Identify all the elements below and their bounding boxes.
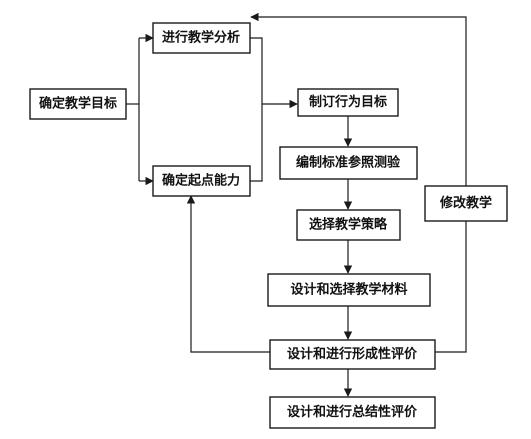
node-materials-label: 设计和选择教学材料 — [290, 282, 407, 298]
node-materials: 设计和选择教学材料 — [267, 273, 431, 307]
edge-formative-to-revise — [435, 221, 467, 353]
node-analysis-label: 进行教学分析 — [162, 30, 240, 46]
node-revise-label: 修改教学 — [439, 195, 492, 211]
node-tests-box — [279, 146, 418, 180]
node-strategy-box — [296, 209, 401, 241]
node-set-goals: 确定教学目标 — [29, 88, 127, 120]
edge-formative-to-entry — [186, 195, 270, 353]
node-revise: 修改教学 — [424, 185, 508, 222]
node-analysis-box — [152, 22, 251, 54]
node-tests: 编制标准参照测验 — [279, 146, 418, 180]
node-strategy: 选择教学策略 — [296, 209, 401, 241]
node-summative-box — [269, 396, 436, 429]
node-entry-box — [152, 165, 251, 197]
node-strategy-label: 选择教学策略 — [309, 217, 388, 233]
node-entry: 确定起点能力 — [152, 165, 251, 197]
node-objectives-label: 制订行为目标 — [309, 94, 387, 110]
node-analysis: 进行教学分析 — [152, 22, 251, 54]
edge-revise-to-analysis — [250, 12, 467, 186]
node-set-goals-box — [29, 88, 127, 120]
edges — [126, 12, 467, 397]
node-summative-label: 设计和进行总结性评价 — [287, 404, 418, 420]
edge-analysis-to-merge — [250, 37, 263, 182]
node-summative: 设计和进行总结性评价 — [269, 396, 436, 429]
node-formative-label: 设计和进行形成性评价 — [287, 346, 418, 362]
node-objectives-box — [297, 88, 399, 117]
node-set-goals-label: 确定教学目标 — [39, 96, 117, 112]
node-materials-box — [267, 273, 431, 307]
node-entry-label: 确定起点能力 — [162, 173, 240, 189]
node-tests-label: 编制标准参照测验 — [296, 155, 401, 171]
node-formative: 设计和进行形成性评价 — [269, 339, 436, 370]
node-formative-box — [269, 339, 436, 370]
node-revise-box — [424, 185, 508, 222]
node-objectives: 制订行为目标 — [297, 88, 399, 117]
